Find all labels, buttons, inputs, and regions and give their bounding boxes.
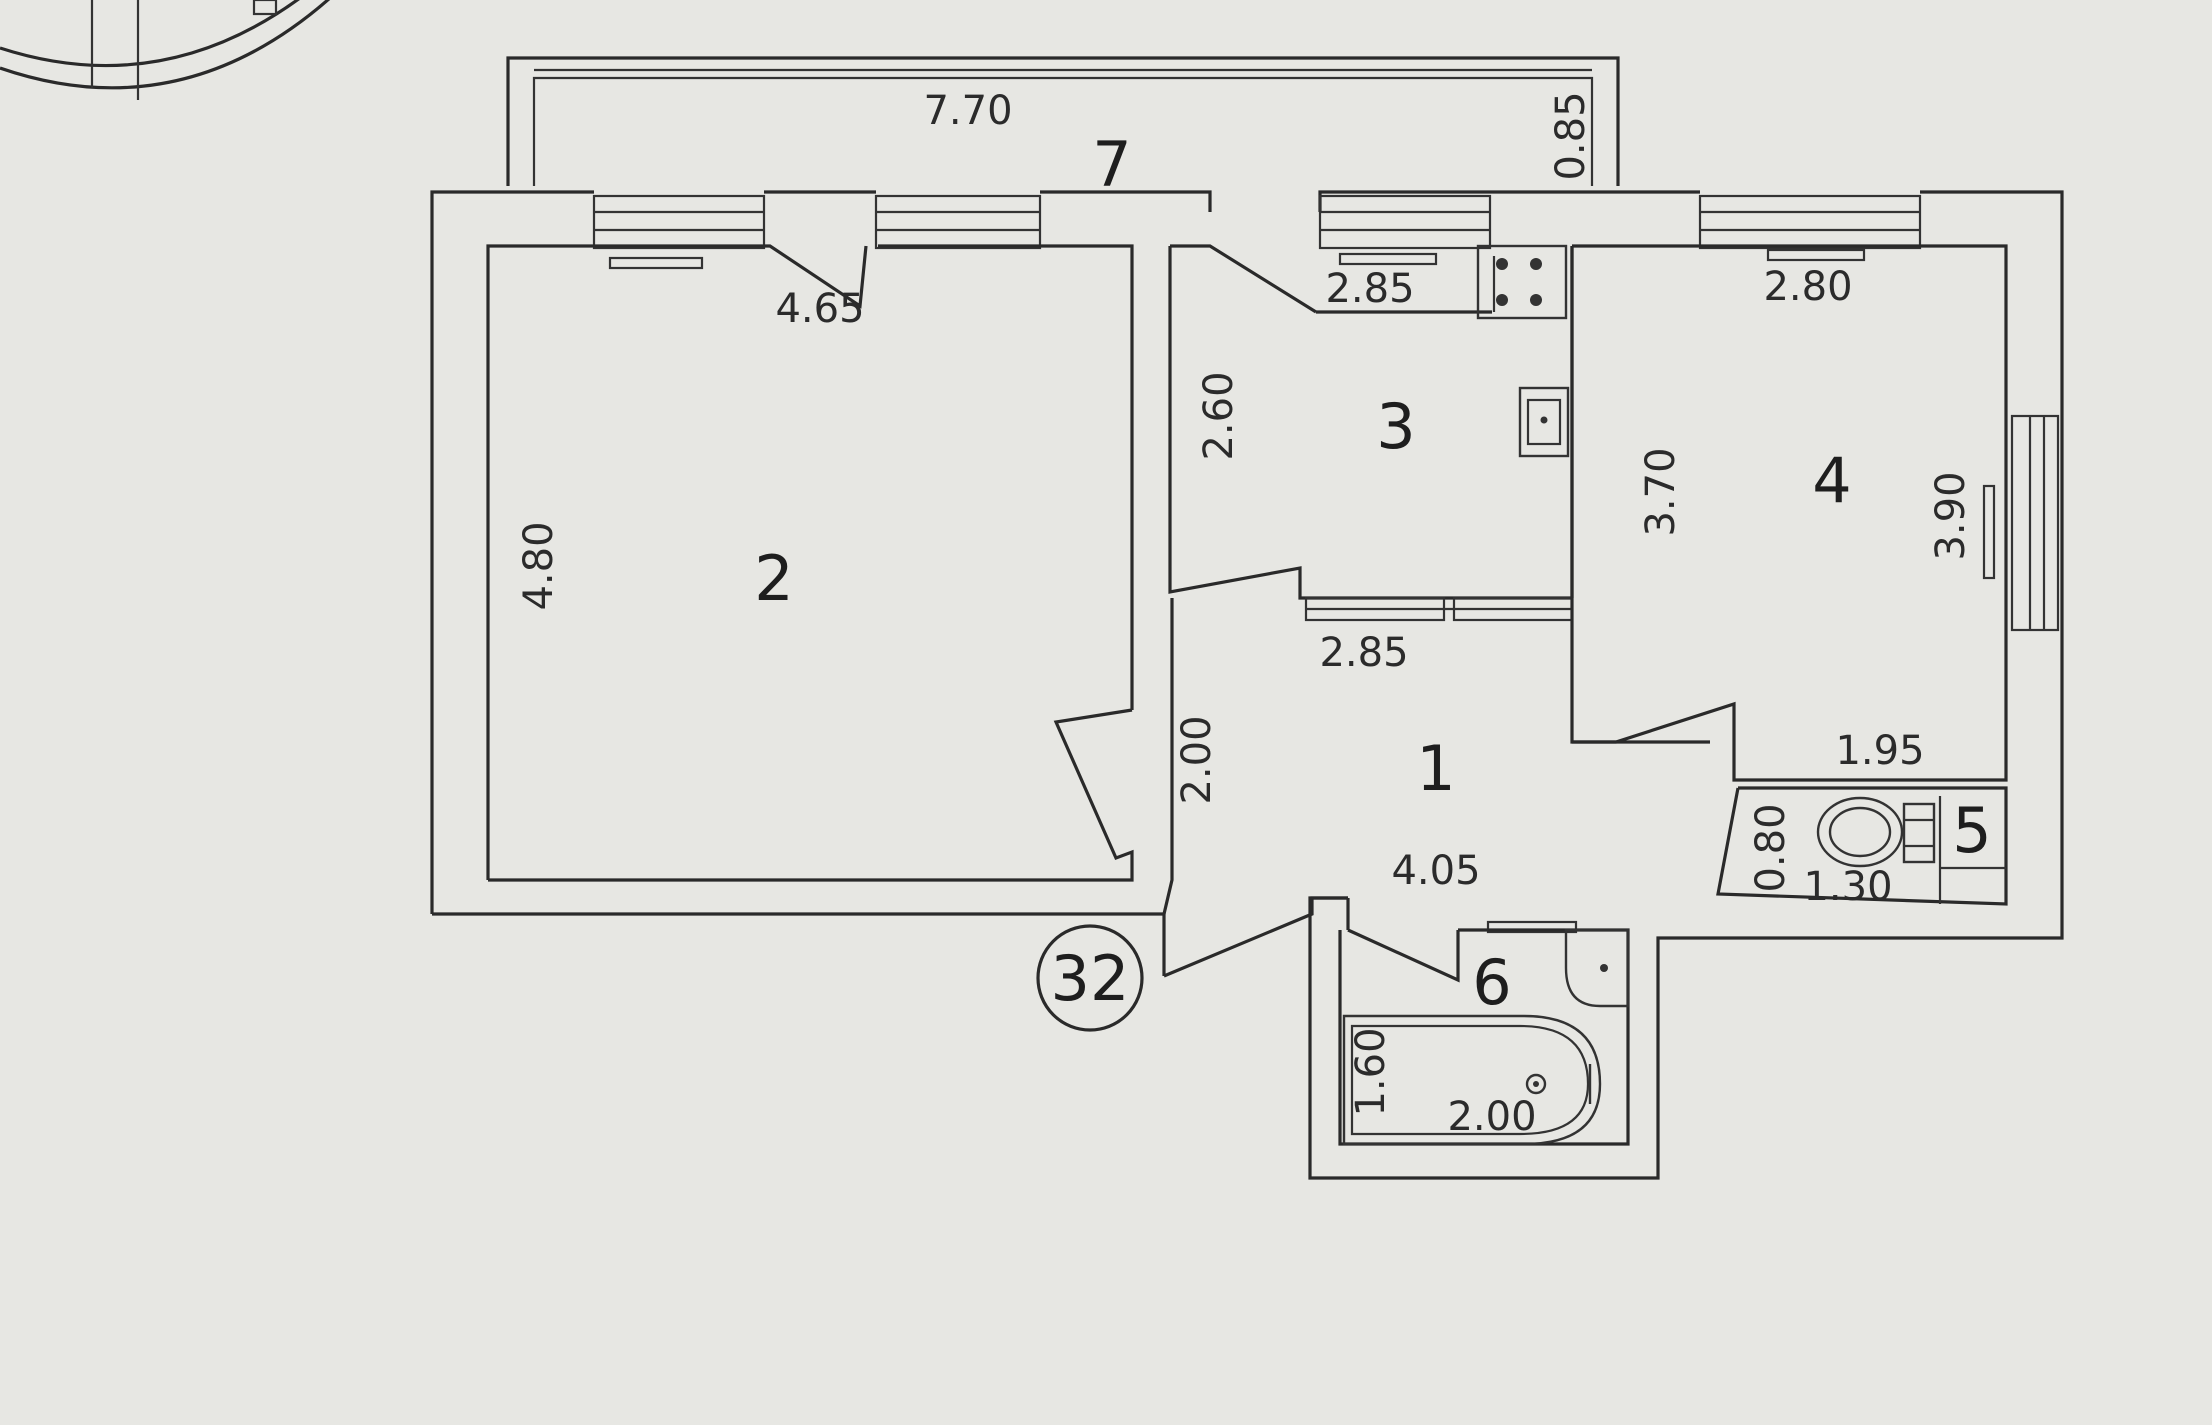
- room-number-4: 4: [1812, 444, 1851, 517]
- dim-hall-bottom: 4.05: [1391, 848, 1480, 894]
- sink-icon: [1518, 386, 1570, 458]
- room-number-1: 1: [1416, 732, 1455, 805]
- dim-room2-width: 4.65: [775, 286, 864, 332]
- dim-wc-width: 1.30: [1803, 864, 1892, 910]
- dim-bath-length: 2.00: [1447, 1094, 1536, 1140]
- room-number-6: 6: [1472, 946, 1511, 1019]
- dim-balcony-length: 7.70: [923, 88, 1012, 134]
- dim-room4-left: 3.70: [1638, 447, 1684, 536]
- dim-kitchen-bottom: 2.85: [1319, 630, 1408, 676]
- dim-room4-right: 3.90: [1928, 471, 1974, 560]
- dim-room4-width: 2.80: [1763, 264, 1852, 310]
- room-number-3: 3: [1376, 390, 1415, 463]
- balcony: [506, 56, 1620, 186]
- room-number-7: 7: [1092, 128, 1131, 201]
- dim-hall-side: 2.00: [1174, 715, 1220, 804]
- bathtub-icon: [1342, 1014, 1602, 1146]
- neighbor-round-structure: [0, 0, 331, 100]
- room-number-5: 5: [1952, 794, 1991, 867]
- apartment-number-circle: [1036, 924, 1144, 1032]
- stove-icon: [1476, 244, 1568, 320]
- toilet-icon: [1816, 796, 1936, 868]
- apartment-number: 32: [1051, 942, 1130, 1015]
- dim-kitchen-side: 2.60: [1196, 371, 1242, 460]
- windows: [592, 194, 2060, 632]
- dim-kitchen-top: 2.85: [1325, 266, 1414, 312]
- dim-balcony-depth: 0.85: [1548, 91, 1594, 180]
- exterior-walls: [430, 190, 2064, 1180]
- room-2-walls: [486, 244, 1134, 882]
- dim-bath-width: 1.60: [1348, 1027, 1394, 1116]
- radiators: [608, 248, 1996, 934]
- room-number-2: 2: [754, 542, 793, 615]
- dim-room2-length: 4.80: [516, 521, 562, 610]
- washbasin-icon: [1564, 928, 1630, 1008]
- room-5-walls: [1716, 786, 2008, 906]
- dim-wc-depth: 0.80: [1748, 803, 1794, 892]
- dim-room4-bottom: 1.95: [1835, 728, 1924, 774]
